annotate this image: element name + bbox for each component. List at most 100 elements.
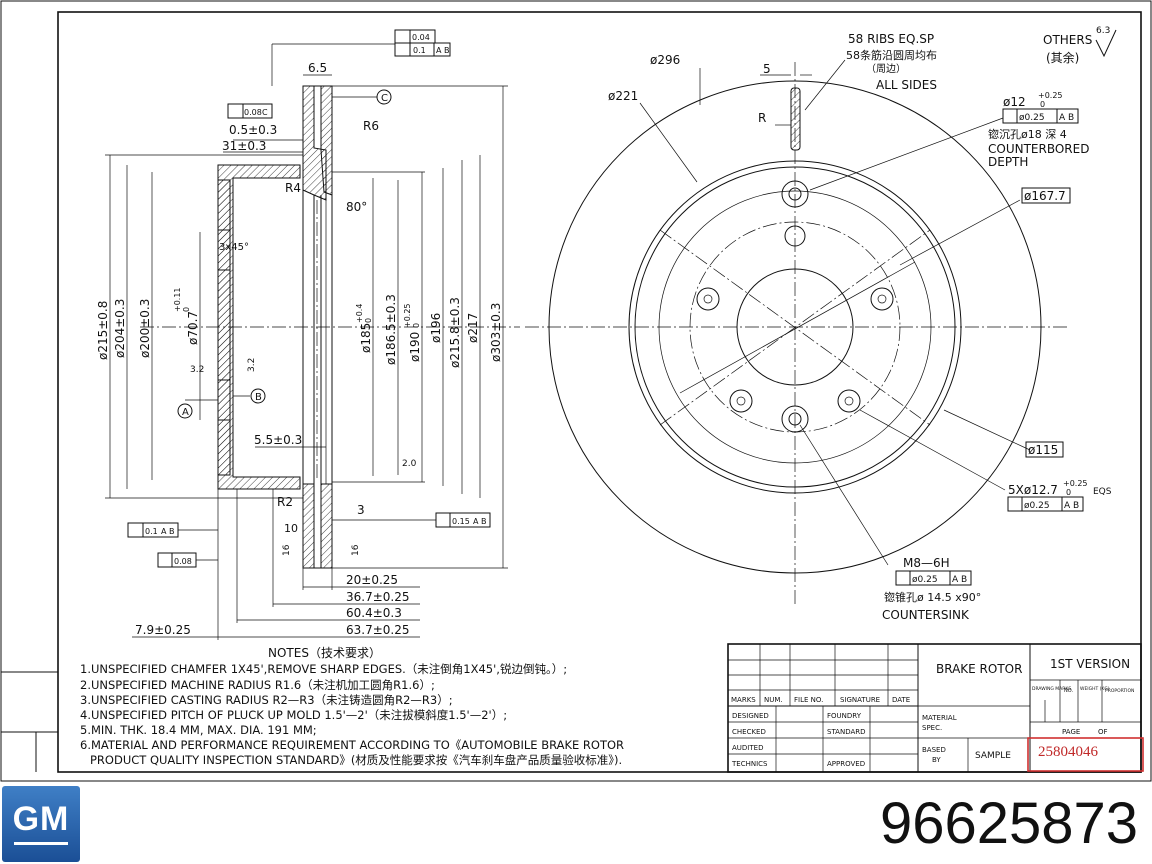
rib-detail — [790, 87, 801, 151]
svg-text:TECHNICS: TECHNICS — [731, 760, 768, 768]
datum-b: B — [255, 392, 262, 403]
thread-note: M8—6H — [903, 556, 950, 570]
gm-logo-underline — [14, 842, 68, 845]
dim-w05: 0.5±0.3 — [229, 123, 277, 137]
fcf-left-runout — [127, 522, 218, 568]
dim-d1677: ø167.7 — [1024, 189, 1066, 203]
svg-text:10: 10 — [284, 522, 298, 535]
svg-text:NUM.: NUM. — [764, 696, 783, 704]
note-line: 4.UNSPECIFIED PITCH OF PLUCK UP MOLD 1.5… — [80, 708, 507, 722]
svg-text:APPROVED: APPROVED — [827, 760, 865, 768]
svg-text:COUNTERBORED: COUNTERBORED — [988, 142, 1089, 156]
svg-text:PAGE: PAGE — [1062, 728, 1080, 736]
svg-text:0: 0 — [1040, 100, 1045, 109]
dim-r2: R2 — [277, 495, 293, 509]
others-label: OTHERS — [1043, 33, 1092, 47]
svg-text:DATE: DATE — [892, 696, 910, 704]
svg-text:锪沉孔ø18 深 4: 锪沉孔ø18 深 4 — [988, 128, 1067, 141]
svg-text:3: 3 — [357, 503, 365, 517]
dim-d115: ø115 — [1028, 443, 1058, 457]
inner-plate-bottom — [320, 483, 333, 569]
dim-w65: 6.5 — [308, 61, 327, 75]
ref-number-stamp — [1027, 737, 1144, 772]
svg-text:6.3: 6.3 — [1096, 26, 1110, 36]
title-block: BRAKE ROTOR 1ST VERSION MARKS NUM. FILE … — [727, 643, 1144, 773]
svg-text:EQS: EQS — [1093, 487, 1112, 497]
dim-d186: ø186.5±0.3 — [384, 294, 398, 365]
ref-number: 25804046 — [1038, 744, 1099, 760]
svg-text:+0.4: +0.4 — [355, 304, 364, 323]
section-dimension-labels: ø215±0.8 ø204±0.3 ø200±0.3 ø70.7 +0.11 0… — [96, 33, 503, 637]
svg-text:16: 16 — [351, 544, 361, 556]
svg-text:2.0: 2.0 — [402, 459, 417, 469]
svg-text:STANDARD: STANDARD — [827, 728, 866, 736]
front-view — [525, 29, 1117, 605]
part-number: 96625873 — [879, 791, 1138, 856]
svg-text:C: C — [262, 108, 268, 117]
dim-r6: R6 — [363, 119, 379, 133]
svg-text:ø0.25: ø0.25 — [1024, 501, 1050, 511]
svg-text:WEIGHT (KG): WEIGHT (KG) — [1080, 686, 1110, 692]
datum-a: A — [182, 407, 189, 418]
svg-text:（周边）: （周边） — [866, 63, 906, 75]
svg-text:A B: A B — [161, 527, 175, 536]
dim-d127: 5Xø12.7 — [1008, 483, 1058, 497]
ribs-note: 58 RIBS EQ.SP — [848, 32, 934, 46]
dim-l604: 60.4±0.3 — [346, 606, 402, 620]
hat-inner-step — [217, 179, 231, 476]
svg-text:MATERIAL: MATERIAL — [922, 714, 957, 722]
dim-d200: ø200±0.3 — [138, 299, 152, 358]
svg-text:FILE NO.: FILE NO. — [794, 696, 823, 704]
svg-text:0.1: 0.1 — [145, 527, 158, 536]
svg-text:PROPORTION: PROPORTION — [1105, 688, 1134, 694]
svg-text:SIGNATURE: SIGNATURE — [840, 696, 880, 704]
dim-w31: 31±0.3 — [222, 139, 266, 153]
svg-text:ø0.25: ø0.25 — [912, 575, 938, 585]
svg-text:+0.25: +0.25 — [1063, 479, 1088, 488]
svg-text:0.04: 0.04 — [412, 33, 430, 42]
svg-text:MARKS: MARKS — [731, 696, 756, 704]
dim-d12: ø12 — [1003, 95, 1026, 109]
dim-l79: 7.9±0.25 — [135, 623, 191, 637]
section-view — [105, 29, 520, 640]
sheet-outer-border — [0, 0, 1152, 782]
svg-text:AUDITED: AUDITED — [732, 744, 763, 752]
svg-text:A B: A B — [473, 517, 487, 526]
dim-d190: ø190 — [408, 332, 422, 362]
note-line: 1.UNSPECIFIED CHAMFER 1X45',REMOVE SHARP… — [80, 662, 567, 676]
dim-l637: 63.7±0.25 — [346, 623, 410, 637]
svg-text:DEPTH: DEPTH — [988, 155, 1028, 169]
svg-text:0.08: 0.08 — [244, 108, 262, 117]
front-dimension-labels: 58 RIBS EQ.SP 58条筋沿圆周均布 （周边） ALL SIDES ø… — [608, 26, 1112, 622]
svg-text:0.15: 0.15 — [452, 517, 470, 526]
svg-text:SAMPLE: SAMPLE — [975, 751, 1011, 761]
stud-holes — [696, 287, 894, 413]
notes-block: NOTES（技术要求） 1.UNSPECIFIED CHAMFER 1X45',… — [80, 646, 624, 767]
dim-r4: R4 — [285, 181, 301, 195]
svg-text:COUNTERSINK: COUNTERSINK — [882, 608, 970, 622]
dim-d296: ø296 — [650, 53, 680, 67]
note-line: 2.UNSPECIFIED MACHINE RADIUS R1.6（未注机加工圆… — [80, 678, 435, 692]
fcf-right-runout — [332, 512, 491, 528]
dim-d215b: ø215.8±0.3 — [448, 297, 462, 368]
gm-logo-text: GM — [12, 800, 70, 838]
note-line: 3.UNSPECIFIED CASTING RADIUS R2—R3（未注铸造圆… — [80, 693, 453, 707]
svg-text:BASED: BASED — [922, 746, 946, 754]
svg-text:R: R — [758, 111, 766, 125]
left-margin-boxes — [1, 671, 58, 772]
svg-text:NO.: NO. — [1064, 688, 1073, 694]
svg-text:DRAWING MARKS: DRAWING MARKS — [1032, 686, 1071, 692]
note-line: PRODUCT QUALITY INSPECTION STANDARD》(材质及… — [90, 753, 622, 767]
svg-text:0.08: 0.08 — [174, 557, 192, 566]
svg-text:A B: A B — [436, 46, 450, 55]
dim-d185: ø185 — [359, 323, 373, 353]
svg-text:16: 16 — [282, 544, 292, 556]
outer-plate-bottom — [302, 483, 315, 569]
sheet-inner-border — [57, 11, 1142, 773]
datum-c: C — [381, 93, 388, 104]
svg-text:(其余): (其余) — [1046, 50, 1079, 65]
note-line: 6.MATERIAL AND PERFORMANCE REQUIREMENT A… — [80, 738, 624, 752]
svg-text:DESIGNED: DESIGNED — [732, 712, 769, 720]
svg-text:0.1: 0.1 — [413, 46, 426, 55]
